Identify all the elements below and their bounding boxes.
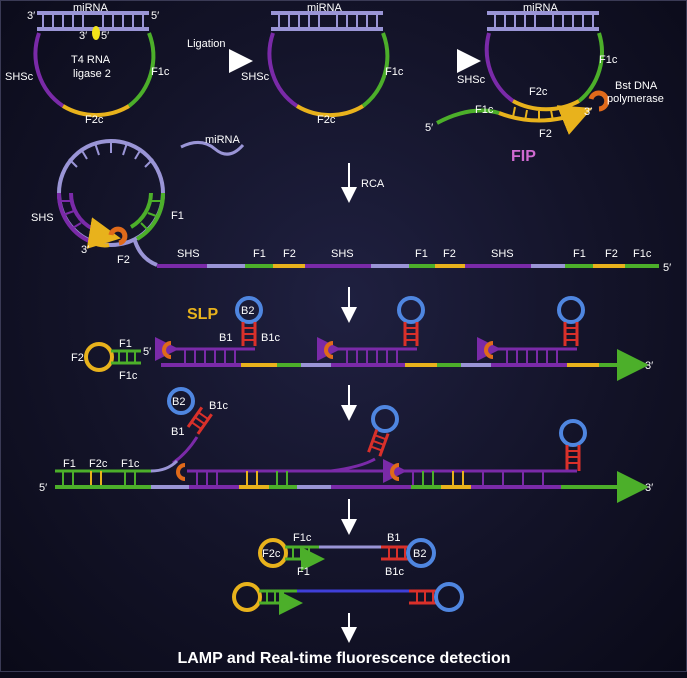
mirna-label: miRNA bbox=[73, 2, 108, 14]
end-3-label: 3′ bbox=[27, 10, 35, 22]
strand-label: SHS bbox=[331, 248, 354, 260]
strand-label: F2 bbox=[605, 248, 618, 260]
strand-label: F2 bbox=[283, 248, 296, 260]
polymerase-icon bbox=[108, 226, 128, 246]
probe-f2c-segment bbox=[61, 104, 131, 117]
f1-label: F1 bbox=[171, 210, 184, 222]
mirna-duplex bbox=[37, 11, 149, 31]
f2c-label: F2c bbox=[529, 86, 548, 98]
f1c-label: F1c bbox=[119, 370, 138, 382]
inner-3-label: 3′ bbox=[79, 30, 87, 42]
strand-label: F1c bbox=[633, 248, 652, 260]
panel-3-fip-priming: miRNA SHSc F1c F2c F1c F2 5′ 3′ Bst DNA … bbox=[425, 2, 664, 165]
probe-f1c-segment bbox=[127, 32, 156, 108]
primer-f2-label: F2 bbox=[539, 128, 552, 140]
shsc-label: SHSc bbox=[5, 71, 34, 83]
panel-6-displacement: B2 B1c B1 bbox=[39, 387, 653, 503]
polymerase-icon bbox=[162, 341, 172, 359]
ligation-step: Ligation bbox=[185, 38, 253, 73]
strand-label: F2 bbox=[443, 248, 456, 260]
primer-5-label: 5′ bbox=[425, 122, 433, 134]
panel-2-circular-probe: miRNA SHSc F1c F2c bbox=[241, 2, 404, 126]
panel-7-dumbbell-products: F2c B2 F1c B1 F1 B1c bbox=[232, 532, 464, 615]
end-3-label: 3′ bbox=[645, 360, 653, 372]
b2-label: B2 bbox=[413, 548, 426, 560]
ring-basepairs bbox=[68, 141, 154, 168]
bst-label-line2: polymerase bbox=[607, 93, 664, 105]
panel-4-rca: miRNA SHS F1 F2 3′ RCA bbox=[31, 134, 671, 274]
end-3-label: 3′ bbox=[645, 482, 653, 494]
f2c-label: F2c bbox=[317, 114, 336, 126]
ligase-label-line1: T4 RNA bbox=[71, 54, 111, 66]
f2-loop bbox=[84, 342, 114, 372]
shsc-label: SHSc bbox=[457, 74, 486, 86]
ligation-label: Ligation bbox=[187, 38, 226, 50]
f2-label: F2 bbox=[71, 352, 84, 364]
f1-label: F1 bbox=[63, 458, 76, 470]
f1c-label: F1c bbox=[293, 532, 312, 544]
b2-label: B2 bbox=[172, 396, 185, 408]
ligase-enzyme-icon bbox=[92, 26, 100, 40]
probe-shsc-segment bbox=[33, 32, 65, 108]
end-5-label: 5′ bbox=[143, 346, 151, 358]
fip-f1c-segment bbox=[436, 108, 500, 125]
mirna-label: miRNA bbox=[307, 2, 342, 14]
end-5-label: 5′ bbox=[151, 10, 159, 22]
slp-label: SLP bbox=[187, 306, 218, 323]
strand-label: SHS bbox=[491, 248, 514, 260]
b1-label: B1 bbox=[387, 532, 400, 544]
b1c-label: B1c bbox=[385, 566, 404, 578]
panel-5-slp: SLP B2 B1 B1c bbox=[71, 296, 653, 382]
mirna-label: miRNA bbox=[205, 134, 240, 146]
rca-long-strand bbox=[133, 240, 659, 268]
bst-label-line1: Bst DNA bbox=[615, 80, 658, 92]
f2c-label: F2c bbox=[89, 458, 108, 470]
end-3-label: 3′ bbox=[81, 244, 89, 256]
strand-label: F1 bbox=[573, 248, 586, 260]
f2-label: F2 bbox=[117, 254, 130, 266]
strand-label: F1 bbox=[415, 248, 428, 260]
b1-label: B1 bbox=[219, 332, 232, 344]
end-5-label: 5′ bbox=[39, 482, 47, 494]
b1c-label: B1c bbox=[261, 332, 280, 344]
f1c-label: F1c bbox=[385, 66, 404, 78]
b2-loop bbox=[235, 296, 263, 324]
free-mirna-strand bbox=[180, 141, 245, 156]
f1c-label: F1c bbox=[151, 66, 170, 78]
strand-label: F1 bbox=[253, 248, 266, 260]
f1c-label: F1c bbox=[121, 458, 140, 470]
strand-label: SHS bbox=[177, 248, 200, 260]
mirna-label: miRNA bbox=[523, 2, 558, 14]
panel-1-padlock-probe: miRNA 3′ 5′ 3′ 5′ T4 RNA ligase 2 SHSc F… bbox=[5, 2, 170, 126]
f2c-label: F2c bbox=[262, 548, 281, 560]
f1-label: F1 bbox=[119, 338, 132, 350]
rca-label: RCA bbox=[361, 178, 385, 190]
b1c-label: B1c bbox=[209, 400, 228, 412]
primer-3-label: 3′ bbox=[584, 106, 592, 118]
shsc-label: SHSc bbox=[241, 71, 270, 83]
fip-label: FIP bbox=[511, 148, 536, 165]
ligase-label-line2: ligase 2 bbox=[73, 68, 111, 80]
primer-f1c-label: F1c bbox=[475, 104, 494, 116]
b1-label: B1 bbox=[171, 426, 184, 438]
fip-f2-segment bbox=[498, 105, 593, 135]
bst-polymerase-icon bbox=[588, 90, 610, 112]
inner-5-label: 5′ bbox=[101, 30, 109, 42]
b2-label: B2 bbox=[241, 305, 254, 317]
f1c-label: F1c bbox=[599, 54, 618, 66]
f1-label: F1 bbox=[297, 566, 310, 578]
shs-label: SHS bbox=[31, 212, 54, 224]
f2c-label: F2c bbox=[85, 114, 104, 126]
end-5-label: 5′ bbox=[663, 262, 671, 274]
footer-caption: LAMP and Real-time fluorescence detectio… bbox=[177, 650, 510, 667]
